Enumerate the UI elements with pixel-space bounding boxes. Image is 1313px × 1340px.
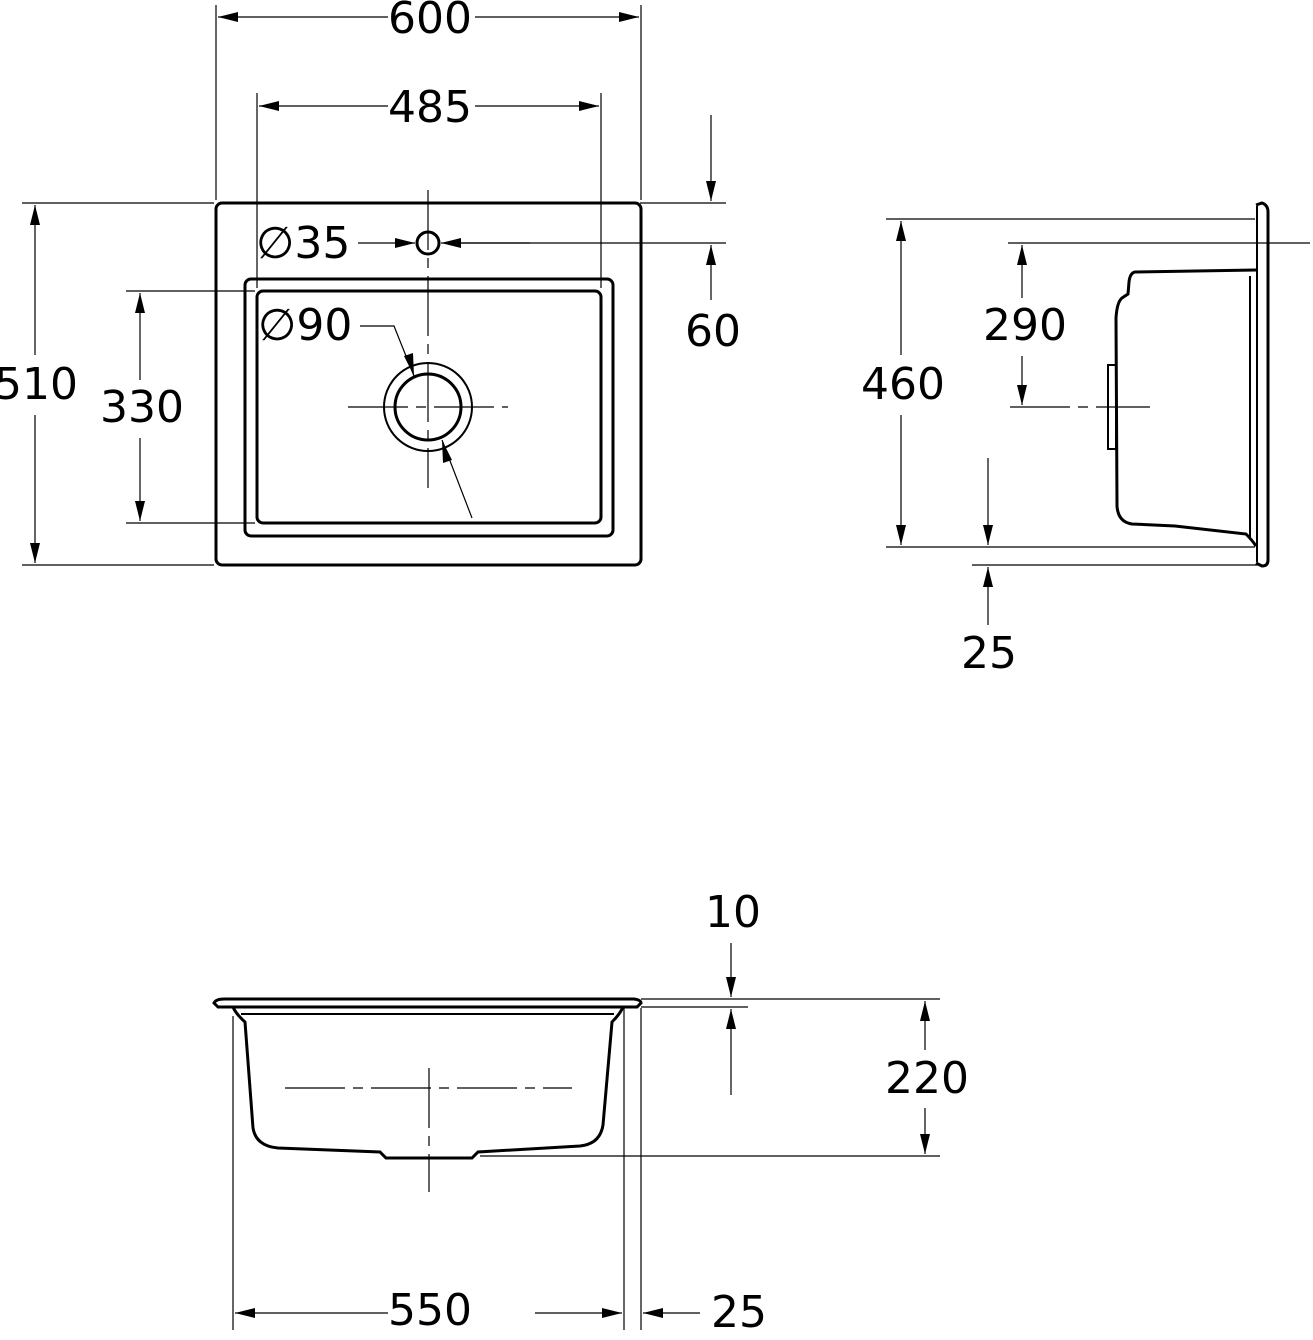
dim-side-rim: 25	[961, 628, 1017, 679]
dim-overall-depth: 510	[0, 359, 78, 410]
side-view: 460 290 25	[861, 201, 1310, 679]
dim-tap-hole: ∅35	[256, 218, 350, 269]
dim-bowl-depth: 330	[100, 382, 184, 433]
dim-side-depth: 460	[861, 359, 945, 410]
bowl-inner-outline	[255, 289, 603, 525]
dim-drain: ∅90	[258, 300, 352, 351]
top-view: 600 485 ∅35 ∅90 60 510 330	[0, 0, 741, 567]
dim-bottom-width: 550	[388, 1285, 472, 1335]
front-view: 10 220 550 25	[212, 887, 969, 1338]
dim-bowl-height: 220	[885, 1053, 969, 1104]
bowl-outer-outline	[243, 277, 615, 538]
dim-bottom-rim: 25	[711, 1287, 767, 1335]
dim-rim-thickness: 10	[705, 887, 761, 938]
dim-side-drain-offset: 290	[983, 300, 1067, 351]
dim-bowl-width: 485	[388, 82, 472, 133]
dim-overall-width: 600	[388, 0, 472, 44]
dim-tap-offset: 60	[685, 306, 741, 357]
